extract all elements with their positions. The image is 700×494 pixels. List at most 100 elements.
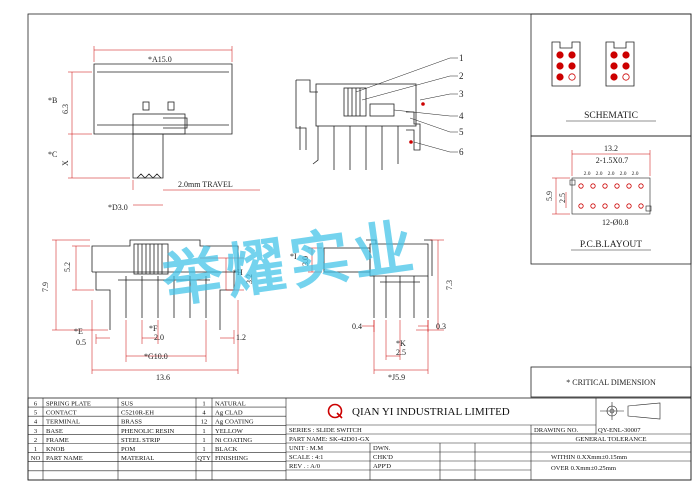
- title-block: [27, 397, 692, 481]
- dim-e: *E: [74, 327, 83, 336]
- dim-k: *K: [396, 339, 406, 348]
- bom-grid: [28, 398, 691, 480]
- pcb-hole-spec: 2-1.5X0.7: [596, 156, 628, 165]
- bom-cell: 2: [34, 437, 37, 444]
- schematic-label: SCHEMATIC: [584, 111, 638, 121]
- pcb-width: 13.2: [604, 144, 618, 153]
- bom-cell: 4: [202, 410, 206, 417]
- dim-d: *D3.0: [108, 203, 128, 212]
- callout-2: 2: [459, 71, 464, 81]
- front-view: [91, 239, 239, 330]
- bom-cell: C5210R-EH: [121, 410, 154, 417]
- callout-4: 4: [459, 111, 464, 121]
- bom-cell: Ag COATING: [215, 419, 254, 426]
- schematic-contact-dot: [622, 51, 630, 59]
- tolerance-over: OVER 0.Xmm±0.25mm: [551, 465, 617, 472]
- dim-c-value: X: [61, 160, 70, 166]
- bom-header-cell: QTY: [197, 455, 211, 462]
- series-text: SERIES : SLIDE SWITCH: [289, 427, 362, 434]
- watermark-text: 举燿实业: [157, 212, 421, 317]
- dim-13-6: 13.6: [156, 373, 170, 382]
- part-name-text: PART NAME: SK-42D01-GX: [289, 436, 370, 443]
- schematic-contact-dot: [568, 51, 576, 59]
- dim-h-value: 3.2: [245, 274, 254, 284]
- bom-header-cell: FINISHING: [215, 455, 248, 462]
- bom-cell: SUS: [121, 401, 133, 408]
- pcb-pitch-label: 2.0: [620, 171, 627, 177]
- critical-dimension-note: * CRITICAL DIMENSION: [566, 378, 656, 387]
- critical-dimension-box: [530, 366, 692, 398]
- dim-g: *G10.0: [144, 352, 168, 361]
- callout-leaders: [355, 57, 458, 153]
- company-logo: [327, 403, 343, 419]
- dim-j: *J5.9: [388, 373, 405, 382]
- scale-text: SCALE : 4:1: [289, 454, 323, 461]
- pcb-pad: [638, 203, 644, 209]
- dim-e-value: 0.5: [76, 338, 86, 347]
- bom-cell: CONTACT: [46, 410, 77, 417]
- bom-cell: PHENOLIC RESIN: [121, 428, 175, 435]
- dim-b-value: 6.3: [61, 104, 70, 114]
- bom-cell: SPRING PLATE: [46, 401, 91, 408]
- bom-cell: STEEL STRIP: [121, 437, 160, 444]
- pcb-pitch-label: 2.0: [584, 171, 591, 177]
- pcb-pitch-label: 2.0: [596, 171, 603, 177]
- bom-cell: BASE: [46, 428, 63, 435]
- dim-b: *B: [48, 96, 57, 105]
- bom-cell: 1: [202, 401, 205, 408]
- bom-cell: 5: [34, 410, 38, 417]
- bom-header-cell: PART NAME: [46, 455, 83, 462]
- dim-travel: 2.0mm TRAVEL: [178, 180, 233, 189]
- pcb-layout-diagram: [552, 150, 652, 215]
- bom-cell: Ni COATING: [215, 437, 252, 444]
- bom-cell: KNOB: [46, 446, 65, 453]
- schematic-contact-dot: [556, 62, 564, 70]
- pcb-pad: [602, 203, 608, 209]
- schematic-contact-dot: [556, 51, 564, 59]
- dim-a: *A15.0: [148, 55, 172, 64]
- dim-0-3: 0.3: [436, 322, 446, 331]
- bom-cell: BRASS: [121, 419, 142, 426]
- chkd-label: CHK'D: [373, 454, 393, 461]
- bom-header-cell: MATERIAL: [121, 455, 154, 462]
- unit-text: UNIT : M.M: [289, 445, 323, 452]
- schematic-contact-dot: [568, 73, 576, 81]
- pcb-row-spacing: 2.5: [558, 193, 567, 203]
- schematic-contact-dot: [610, 73, 618, 81]
- schematic-diagram: [551, 41, 635, 87]
- right-view-dimension-lines: [308, 239, 444, 374]
- pcb-pad: [590, 183, 596, 189]
- bom-cell: BLACK: [215, 446, 238, 453]
- schematic-contact-dot: [556, 73, 564, 81]
- bom-cell: 6: [34, 401, 38, 408]
- pcb-label: P.C.B.LAYOUT: [580, 240, 642, 250]
- pcb-pad-spec: 12-Ø0.8: [602, 218, 628, 227]
- callout-1: 1: [459, 53, 464, 63]
- callout-dot-6: [409, 140, 413, 144]
- company-name: QIAN YI INDUSTRIAL LIMITED: [352, 406, 510, 418]
- pcb-pitch-label: 2.0: [632, 171, 639, 177]
- schematic-contact-dot: [622, 62, 630, 70]
- pcb-pad: [614, 203, 620, 209]
- dim-i-value: 3.0: [301, 256, 310, 266]
- dim-f: *F: [149, 324, 158, 333]
- bom-cell: 1: [202, 437, 205, 444]
- front-view-dimension-lines: [52, 239, 244, 374]
- pcb-pad: [578, 183, 584, 189]
- general-tolerance-label: GENERAL TOLERANCE: [575, 436, 646, 443]
- projection-symbol-icon: [600, 402, 661, 420]
- dim-1-2: 1.2: [236, 333, 246, 342]
- callout-5: 5: [459, 127, 464, 137]
- dim-k-value: 2.5: [396, 348, 406, 357]
- schematic-contact-dot: [610, 62, 618, 70]
- bom-cell: 3: [34, 428, 38, 435]
- drawing-no-label: DRAWING NO.: [534, 427, 579, 434]
- dim-f-value: 2.0: [154, 333, 164, 342]
- pcb-layout-panel: [530, 135, 692, 265]
- dim-i: *I: [290, 252, 297, 261]
- callout-6: 6: [459, 147, 464, 157]
- dim-5-2: 5.2: [63, 262, 72, 272]
- dim-c: *C: [48, 150, 57, 159]
- dim-7-9: 7.9: [41, 282, 50, 292]
